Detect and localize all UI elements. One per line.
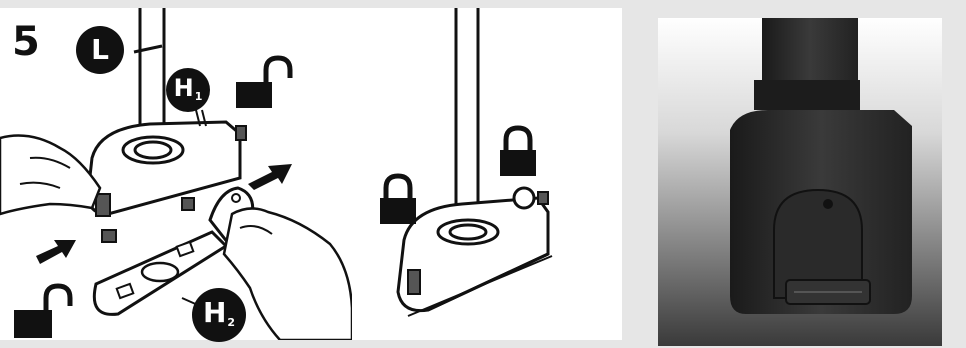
label-h1-subscript: 1 bbox=[195, 90, 203, 103]
bracket-photo bbox=[658, 18, 942, 346]
lock-open-icon bbox=[236, 58, 290, 108]
lock-open-icon bbox=[14, 286, 70, 338]
label-h2-subscript: 2 bbox=[227, 316, 235, 329]
product-photo bbox=[658, 18, 942, 346]
label-badge-h1: H1 bbox=[166, 68, 210, 112]
illustration-panel-unlock: 5 bbox=[0, 8, 352, 340]
lock-closed-icon bbox=[380, 176, 416, 224]
label-h1-text: H bbox=[174, 74, 194, 102]
arrow-right bbox=[248, 164, 292, 190]
label-badge-l: L bbox=[76, 26, 124, 74]
illustration-panel-locked bbox=[352, 8, 622, 340]
label-badge-h2: H2 bbox=[192, 288, 246, 342]
locked-illustration bbox=[352, 8, 622, 340]
unlock-illustration bbox=[0, 8, 352, 340]
label-h2-text: H bbox=[203, 296, 226, 329]
lock-closed-icon bbox=[500, 128, 536, 176]
left-hand bbox=[0, 136, 100, 214]
label-l-text: L bbox=[91, 33, 109, 66]
pole bbox=[456, 8, 478, 230]
arrow-left bbox=[36, 240, 76, 264]
